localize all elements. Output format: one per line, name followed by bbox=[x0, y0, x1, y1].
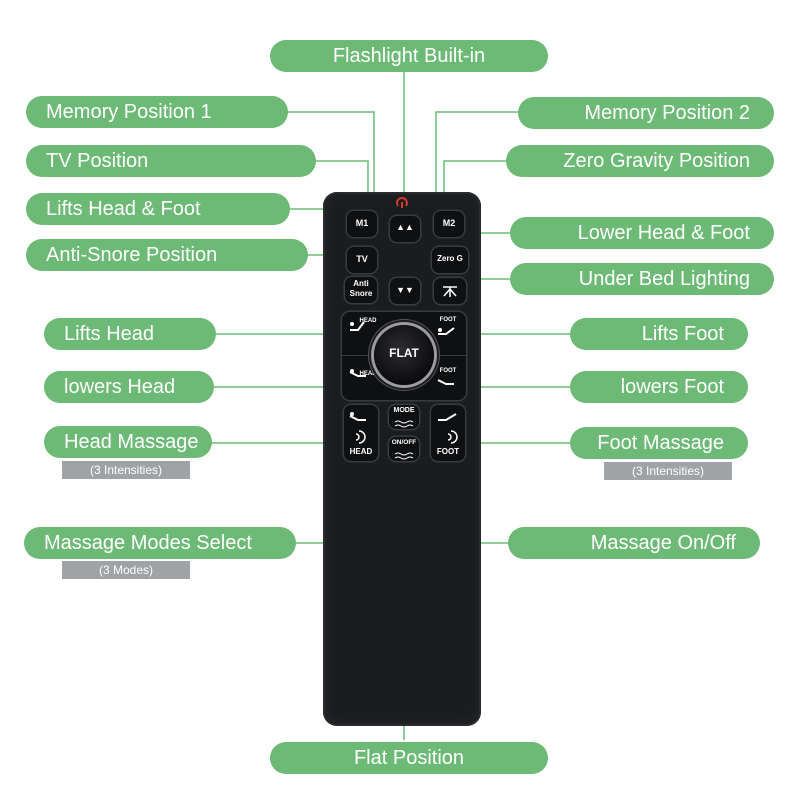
callout-memory-2: Memory Position 2 bbox=[518, 97, 774, 129]
m1-button[interactable] bbox=[347, 211, 377, 237]
massage-onoff-button[interactable] bbox=[389, 437, 419, 461]
zero-g-button[interactable] bbox=[432, 247, 468, 273]
callout-lowers-head: lowers Head bbox=[44, 371, 214, 403]
down-button[interactable] bbox=[390, 278, 420, 304]
callout-foot-massage: Foot Massage bbox=[570, 427, 748, 459]
head-massage-button[interactable] bbox=[344, 405, 378, 461]
foot-massage-button[interactable] bbox=[431, 405, 465, 461]
m2-button[interactable] bbox=[434, 211, 464, 237]
head-down-icon bbox=[348, 368, 368, 382]
callout-memory-1: Memory Position 1 bbox=[26, 96, 288, 128]
subnote-foot-intensities: (3 Intensities) bbox=[604, 462, 732, 480]
callout-flat-position: Flat Position bbox=[270, 742, 548, 774]
up-button[interactable] bbox=[390, 216, 420, 242]
mode-wave-icon bbox=[394, 416, 414, 428]
callout-tv: TV Position bbox=[26, 145, 316, 177]
flat-button[interactable] bbox=[374, 325, 434, 385]
mode-button[interactable] bbox=[389, 405, 419, 429]
callout-massage-modes: Massage Modes Select bbox=[24, 527, 296, 559]
callout-lifts-foot: Lifts Foot bbox=[570, 318, 748, 350]
callout-lifts-head-foot: Lifts Head & Foot bbox=[26, 193, 290, 225]
callout-head-massage: Head Massage bbox=[44, 426, 212, 458]
callout-massage-onoff: Massage On/Off bbox=[508, 527, 760, 559]
callout-under-bed: Under Bed Lighting bbox=[510, 263, 774, 295]
foot-down-icon bbox=[436, 375, 458, 387]
foot-up-icon bbox=[436, 324, 458, 338]
callout-flashlight: Flashlight Built-in bbox=[270, 40, 548, 72]
callout-lifts-head: Lifts Head bbox=[44, 318, 216, 350]
onoff-wave-icon bbox=[394, 448, 414, 460]
foot-massage-icon bbox=[436, 410, 460, 448]
subnote-head-intensities: (3 Intensities) bbox=[62, 461, 190, 479]
flashlight-icon bbox=[395, 196, 409, 210]
tv-button[interactable] bbox=[347, 247, 377, 273]
callout-zero-gravity: Zero Gravity Position bbox=[506, 145, 774, 177]
light-icon bbox=[441, 283, 459, 299]
head-up-icon bbox=[348, 318, 368, 332]
anti-snore-button[interactable] bbox=[345, 277, 377, 303]
callout-anti-snore: Anti-Snore Position bbox=[26, 239, 308, 271]
callout-lower-head-foot: Lower Head & Foot bbox=[510, 217, 774, 249]
head-massage-icon bbox=[348, 410, 370, 448]
subnote-modes: (3 Modes) bbox=[62, 561, 190, 579]
callout-lowers-foot: lowers Foot bbox=[570, 371, 748, 403]
